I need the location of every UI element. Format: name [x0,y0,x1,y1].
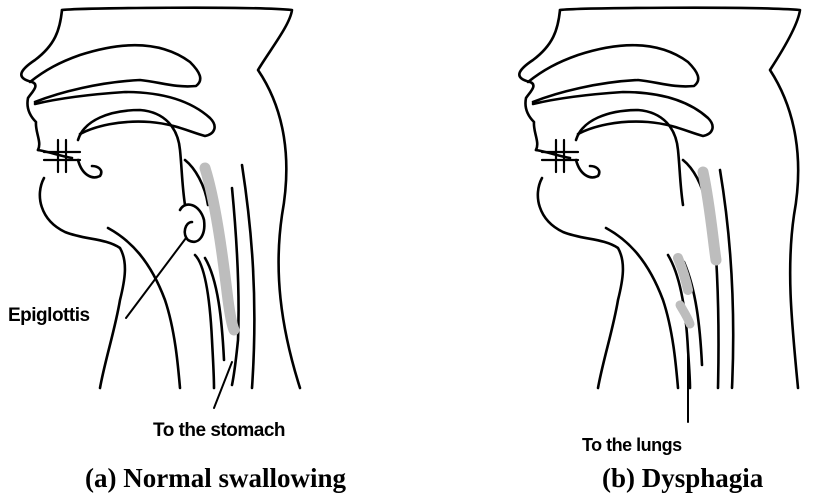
panel-b-palate [533,92,713,136]
panel-a-larynx [180,165,254,388]
panel-b-face-profile [519,10,560,150]
panel-a-head [21,8,300,388]
panel-b-bolus-airway-2 [680,305,690,324]
panel-a-esophagus-back [242,165,254,388]
panel-a-chin-neck [40,178,125,388]
panel-b-head-outline [560,8,800,388]
panel-a-nasal-oral [30,45,215,205]
to-stomach-label: To the stomach [153,420,285,442]
panel-a-palate [35,92,215,136]
panel-a-stomach-leader [214,362,232,408]
panel-b-head [519,8,800,388]
panel-a-esophagus-front [232,188,239,385]
panel-a-epiglottis-shape [180,205,204,242]
panel-b-tongue [576,110,683,205]
panel-a-tongue [78,110,185,205]
panel-a-tongue-tip [78,160,101,177]
panel-b-chin-neck [538,178,623,388]
to-lungs-label: To the lungs [582,435,682,456]
panel-b-esophagus-back [720,170,733,388]
panel-a-head-outline [62,8,300,388]
caption-normal-swallowing: (a) Normal swallowing [85,463,346,494]
panel-b-tongue-tip [576,160,599,177]
epiglottis-label: Epiglottis [8,305,90,327]
panel-b-larynx [668,170,733,388]
panel-b-bolus-upper [703,172,716,260]
caption-dysphagia: (b) Dysphagia [602,463,763,494]
panel-a-face-profile [21,10,62,150]
panel-b-nasal-oral [528,45,713,205]
